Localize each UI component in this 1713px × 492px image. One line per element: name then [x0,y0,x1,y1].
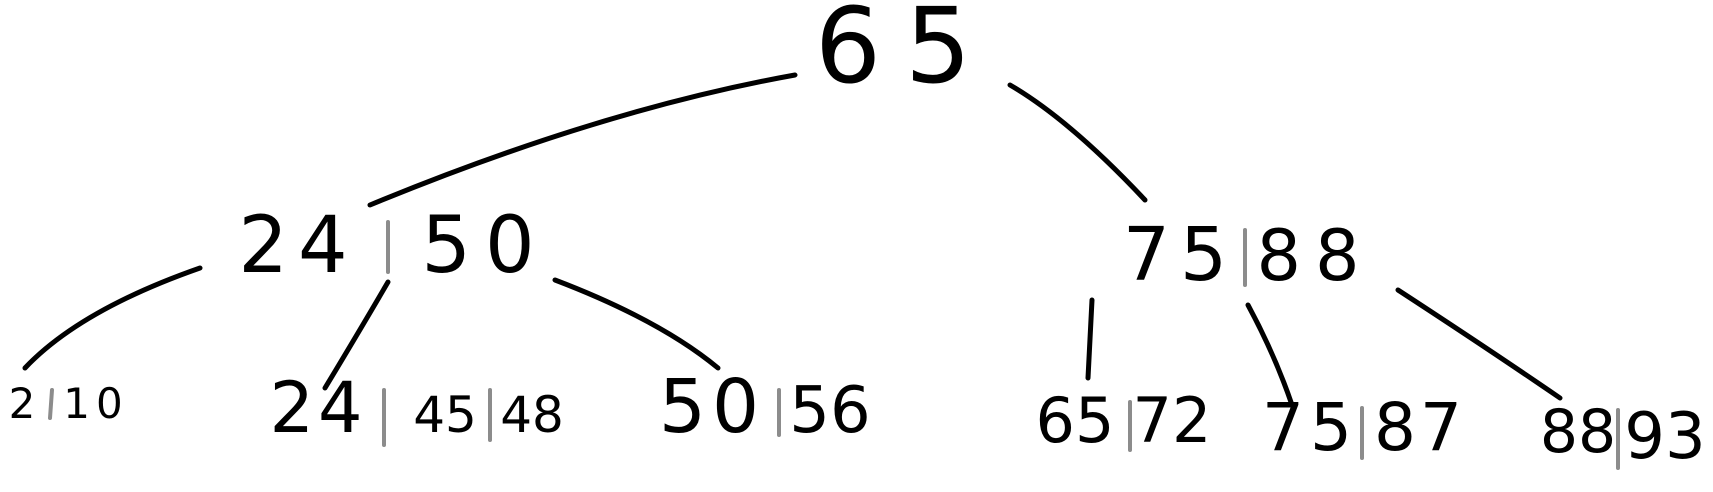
leaf-node-4: 65 72 [1036,384,1212,457]
node-key: 93 [1624,400,1705,474]
leaf-node-6: 88 93 [1540,397,1706,474]
node-key: 24 [269,367,366,449]
edge-right-to-leaf-6 [1395,287,1563,401]
edge-right-to-leaf-4 [1085,297,1095,381]
node-key: 72 [1133,384,1212,457]
node-key: 45 [413,386,477,444]
key-separator [48,388,54,420]
node-key: 24 [238,201,357,291]
node-key: 2 [9,379,36,428]
edge-left-to-leaf-3 [552,277,721,371]
edge-left-to-leaf-1 [22,265,203,371]
internal-node-right: 75 88 [1123,212,1373,298]
node-key: 50 [659,364,765,450]
edge-root-to-right [1007,82,1148,203]
tree-edges [22,72,1563,408]
node-key: 87 [1374,389,1466,466]
internal-node-left: 24 50 [238,201,548,291]
leaf-node-5: 75 87 [1262,389,1466,466]
leaf-node-3: 50 56 [659,364,871,450]
node-key: 65 [1036,384,1115,457]
node-key: 56 [789,374,870,448]
root-node: 65 [815,0,995,107]
node-key: 88 [1540,397,1616,467]
node-key: 75 [1123,212,1237,298]
node-key: 10 [63,379,128,428]
node-key: 75 [1262,389,1358,466]
leaf-node-2: 24 45 48 [269,367,563,449]
node-key: 48 [500,386,564,444]
node-key: 65 [815,0,995,107]
edge-root-to-left [367,72,798,208]
leaf-node-1: 2 10 [9,379,128,428]
edge-right-to-leaf-5 [1245,302,1295,408]
edge-left-to-leaf-2 [322,279,391,391]
node-key: 50 [421,201,548,291]
node-key: 88 [1256,215,1373,297]
